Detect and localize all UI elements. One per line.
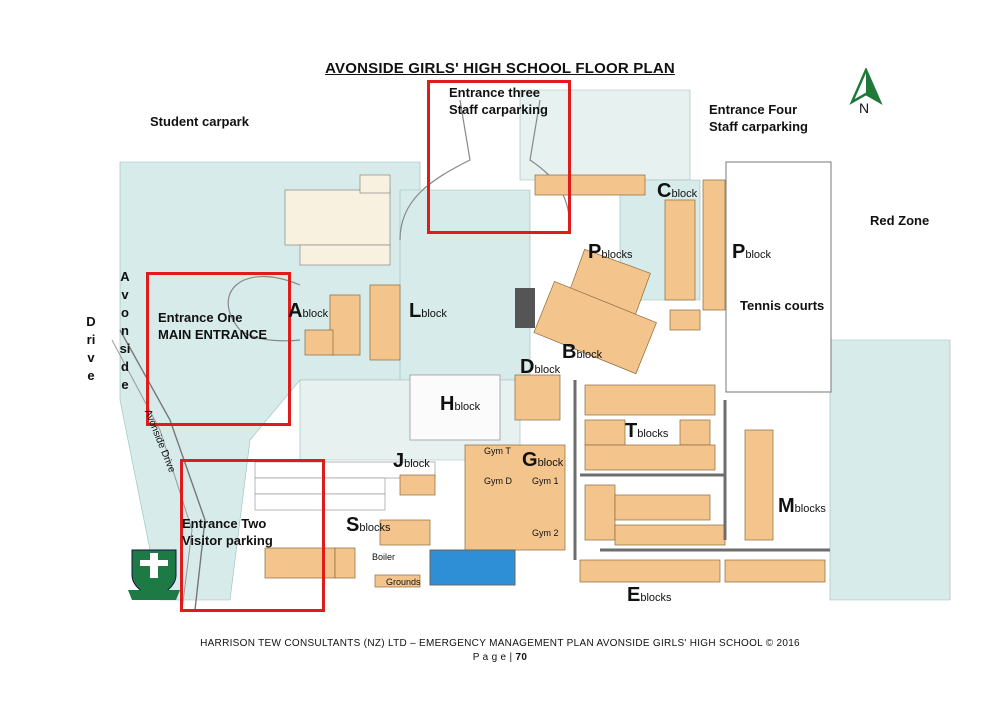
entrance-two-highlight bbox=[180, 459, 325, 612]
entrance-four-title: Entrance Four bbox=[709, 102, 798, 117]
boiler-label: Boiler bbox=[372, 552, 396, 562]
gym-1-label: Gym 1 bbox=[532, 476, 559, 486]
avonside-drive-road bbox=[119, 329, 206, 611]
entrance-one-highlight bbox=[146, 272, 291, 426]
entrance-three-title: Entrance three bbox=[449, 85, 541, 100]
l-block-label: Lblock bbox=[409, 300, 447, 322]
entrance-three-highlight bbox=[427, 80, 571, 234]
entrance-one-subtitle: MAIN ENTRANCE bbox=[158, 327, 268, 342]
footer-text: HARRISON TEW CONSULTANTS (NZ) LTD – EMER… bbox=[200, 638, 800, 649]
north-label: N bbox=[859, 100, 870, 116]
grounds-label: Grounds bbox=[386, 577, 421, 587]
p-block-label: Pblock bbox=[732, 241, 772, 263]
tennis-courts-area bbox=[725, 161, 832, 393]
gym-d-label: Gym D bbox=[484, 476, 512, 486]
corridors bbox=[573, 380, 830, 560]
page-number-line: P a g e | 70 bbox=[0, 652, 1000, 663]
m-blocks-label: Mblocks bbox=[778, 495, 826, 517]
page-number: 70 bbox=[515, 652, 528, 663]
page-title: AVONSIDE GIRLS' HIGH SCHOOL FLOOR PLAN bbox=[325, 60, 675, 77]
entrance-two-subtitle: Visitor parking bbox=[182, 533, 273, 548]
admin-buildings bbox=[284, 174, 391, 266]
entrance-three-label: Entrance three Staff carparking bbox=[449, 84, 548, 118]
dark-annex bbox=[515, 288, 535, 328]
d-block-label: Dblock bbox=[520, 356, 561, 378]
gym-2-label: Gym 2 bbox=[532, 528, 559, 538]
b-block-label: Bblock bbox=[562, 341, 603, 363]
avonside-vertical-label: Avonside bbox=[119, 269, 131, 392]
j-block-buildings bbox=[254, 461, 436, 511]
entrance-one-title: Entrance One bbox=[158, 310, 243, 325]
teaching-buildings bbox=[264, 174, 826, 588]
c-block-label: Cblock bbox=[657, 180, 698, 202]
g-block-label: Gblock bbox=[522, 449, 564, 471]
s-blocks-label: Sblocks bbox=[346, 514, 391, 536]
swimming-pool bbox=[429, 549, 516, 586]
drive-vertical-label: Drive bbox=[86, 314, 96, 383]
north-arrow: N bbox=[846, 66, 886, 118]
entrance-two-label: Entrance Two Visitor parking bbox=[182, 515, 273, 549]
avonside-drive-road-edge bbox=[111, 339, 193, 611]
t-blocks-label: Tblocks bbox=[625, 420, 669, 442]
e-blocks-label: Eblocks bbox=[627, 584, 672, 606]
entrance-two-title: Entrance Two bbox=[182, 516, 267, 531]
school-crest-icon bbox=[128, 549, 180, 600]
entrance-four-label: Entrance Four Staff carparking bbox=[709, 101, 808, 135]
h-block-label: Hblock bbox=[440, 393, 481, 415]
student-carpark-label: Student carpark bbox=[150, 114, 249, 129]
red-zone-label: Red Zone bbox=[870, 213, 930, 228]
entrance-one-label: Entrance One MAIN ENTRANCE bbox=[158, 309, 267, 343]
entrance-four-subtitle: Staff carparking bbox=[709, 119, 808, 134]
gym-t-label: Gym T bbox=[484, 446, 511, 456]
entrance-three-subtitle: Staff carparking bbox=[449, 102, 548, 117]
tennis-courts-label: Tennis courts bbox=[740, 298, 825, 313]
main-driveway bbox=[227, 275, 301, 342]
page-prefix: P a g e | bbox=[472, 652, 513, 663]
j-block-label: Jblock bbox=[393, 450, 430, 472]
a-block-label: Ablock bbox=[288, 300, 329, 322]
north-arrow-icon bbox=[849, 66, 883, 105]
h-block-building bbox=[409, 374, 501, 441]
p-blocks-label: Pblocks bbox=[588, 241, 633, 263]
